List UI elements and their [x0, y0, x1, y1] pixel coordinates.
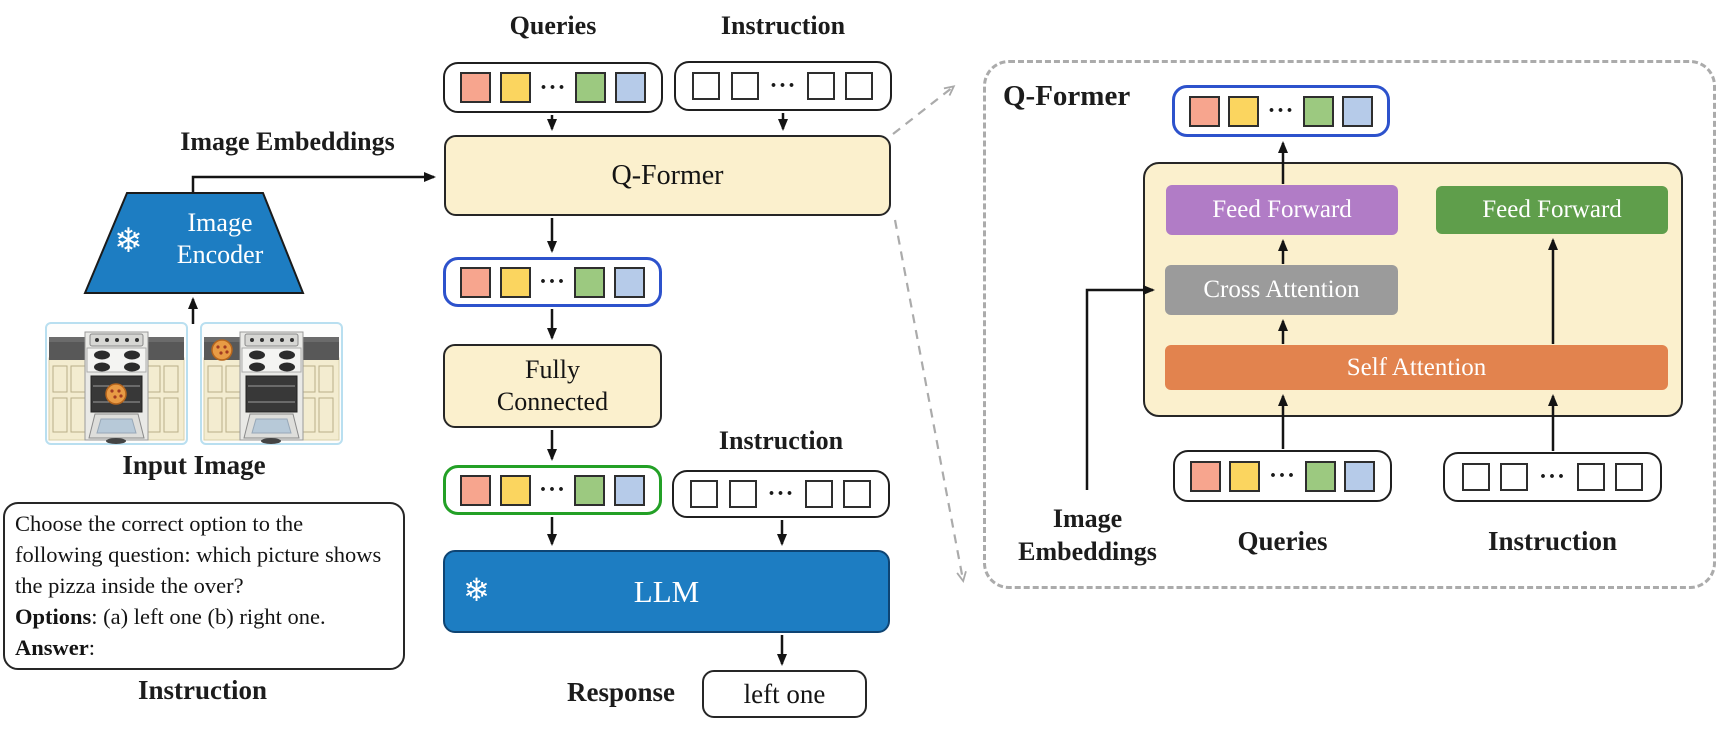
query-token: [1304, 460, 1336, 492]
query-token: [1344, 460, 1376, 492]
ellipsis: ···: [769, 73, 797, 99]
instruction-token: [1500, 463, 1529, 491]
query-token: [499, 474, 531, 506]
projected-token-row: ···: [443, 465, 662, 515]
image-embeddings-label: Image Embeddings: [180, 127, 395, 156]
queries-label-top: Queries: [509, 11, 597, 40]
query-token: [499, 72, 531, 103]
ellipsis: ···: [1538, 464, 1566, 490]
instruction-token: [728, 480, 757, 508]
ellipsis: ···: [538, 477, 566, 503]
query-token: [574, 474, 606, 506]
query-token: [613, 266, 645, 298]
instruction-token: [690, 480, 719, 508]
llm-box: ❄ LLM: [443, 550, 890, 633]
instruction-token: [804, 480, 833, 508]
query-token: [613, 474, 645, 506]
dashed-connector-bottom: [893, 219, 967, 583]
queries-token-row-top: ···: [443, 62, 663, 113]
self-attention-block: Self Attention: [1165, 345, 1668, 390]
instruction-label-top: Instruction: [720, 11, 846, 40]
response-box: left one: [702, 670, 867, 718]
query-output-row: ···: [443, 257, 662, 307]
instruction-token: [1576, 463, 1605, 491]
instruction-token-row-mid: ···: [672, 470, 890, 518]
query-token: [574, 266, 606, 298]
queries-token-row-detail: ···: [1173, 450, 1392, 502]
response-label: Response: [566, 677, 675, 707]
query-token: [1341, 95, 1373, 127]
query-token: [575, 72, 607, 103]
query-output-row-detail: ···: [1172, 85, 1390, 137]
fully-connected-box: Fully Connected: [443, 344, 662, 428]
instruction-token: [845, 72, 874, 100]
query-token: [615, 72, 647, 103]
pizza-on-counter: [211, 339, 233, 361]
instruction-answer-line: Answer:: [15, 635, 96, 660]
query-token: [1229, 460, 1261, 492]
instruction-token: [843, 480, 872, 508]
instruction-body: Choose the correct option to the followi…: [15, 511, 382, 598]
instruction-label-mid: Instruction: [718, 426, 844, 455]
queries-label-right: Queries: [1237, 526, 1328, 556]
cross-attention-block: Cross Attention: [1165, 265, 1398, 315]
query-token: [499, 266, 531, 298]
pizza-in-oven: [105, 383, 127, 405]
instruction-text-box: Choose the correct option to the followi…: [3, 502, 405, 670]
instruction-token: [730, 72, 759, 100]
ellipsis: ···: [1268, 463, 1296, 489]
image-embeddings-label-right: Image Embeddings: [1018, 504, 1157, 566]
arrow-embeddings-to-qformer: [191, 172, 436, 192]
instruction-label-left: Instruction: [137, 675, 267, 705]
ellipsis: ···: [539, 74, 567, 101]
instruction-token: [1615, 463, 1644, 491]
query-token: [1228, 95, 1260, 127]
instruction-token-row-top: ···: [674, 61, 892, 111]
query-token: [460, 474, 492, 506]
instruction-token: [692, 72, 721, 100]
image-encoder-label: Image Encoder: [176, 208, 264, 269]
instruction-token: [1461, 463, 1490, 491]
query-token: [1189, 460, 1221, 492]
qformer-panel-title: Q-Former: [1003, 80, 1131, 112]
instruction-options-line: Options: (a) left one (b) right one.: [15, 604, 326, 629]
snowflake-icon: ❄: [463, 571, 490, 609]
query-token: [459, 72, 491, 103]
query-token: [1189, 95, 1221, 127]
instruction-token: [806, 72, 835, 100]
qformer-box: Q-Former: [444, 135, 891, 216]
feed-forward-left-block: Feed Forward: [1166, 185, 1398, 235]
instruction-token-row-detail: ···: [1443, 452, 1662, 502]
dashed-connector-top: [892, 85, 956, 135]
input-image-right: [200, 322, 343, 450]
query-token: [460, 266, 492, 298]
snowflake-icon: ❄: [114, 221, 143, 261]
ellipsis: ···: [538, 269, 566, 295]
ellipsis: ···: [767, 481, 795, 507]
query-token: [1302, 95, 1334, 127]
ellipsis: ···: [1267, 98, 1295, 124]
feed-forward-right-block: Feed Forward: [1436, 186, 1668, 234]
input-image-left: [45, 322, 188, 450]
instruction-label-right: Instruction: [1487, 526, 1617, 556]
input-image-label: Input Image: [122, 450, 266, 480]
